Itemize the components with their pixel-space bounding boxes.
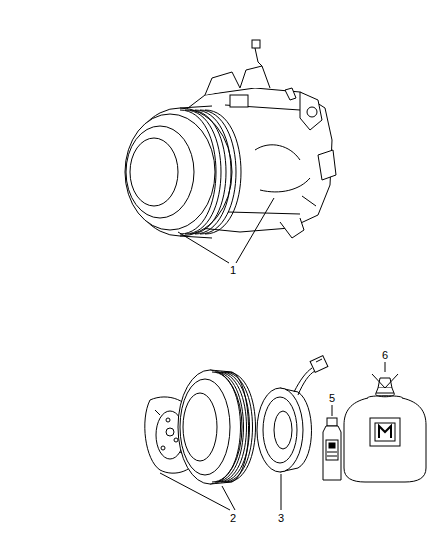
pulley-groove (180, 110, 216, 234)
clutch-pulley (178, 370, 256, 484)
leader-line (281, 474, 282, 510)
callout-number: 1 (229, 264, 237, 276)
pulley-groove (195, 110, 231, 234)
callout-number: 6 (381, 349, 389, 361)
clutch-coil (257, 356, 328, 472)
pulley-groove (227, 372, 256, 482)
compressor (125, 40, 336, 238)
leader-line (332, 405, 333, 416)
callout-number: 2 (229, 512, 237, 524)
leader-line (160, 473, 230, 510)
leader-line (385, 362, 386, 372)
callout-number: 3 (277, 512, 285, 524)
leader-line (222, 486, 235, 510)
callout-number: 5 (328, 392, 336, 404)
pulley-groove (190, 110, 226, 234)
pulley-groove (185, 110, 221, 234)
pulley-groove (205, 110, 241, 234)
pulley-groove (200, 110, 236, 234)
leader-line (236, 198, 274, 263)
leader-line (178, 232, 229, 263)
refrigerant-canister (344, 374, 426, 482)
oil-bottle (323, 418, 341, 480)
